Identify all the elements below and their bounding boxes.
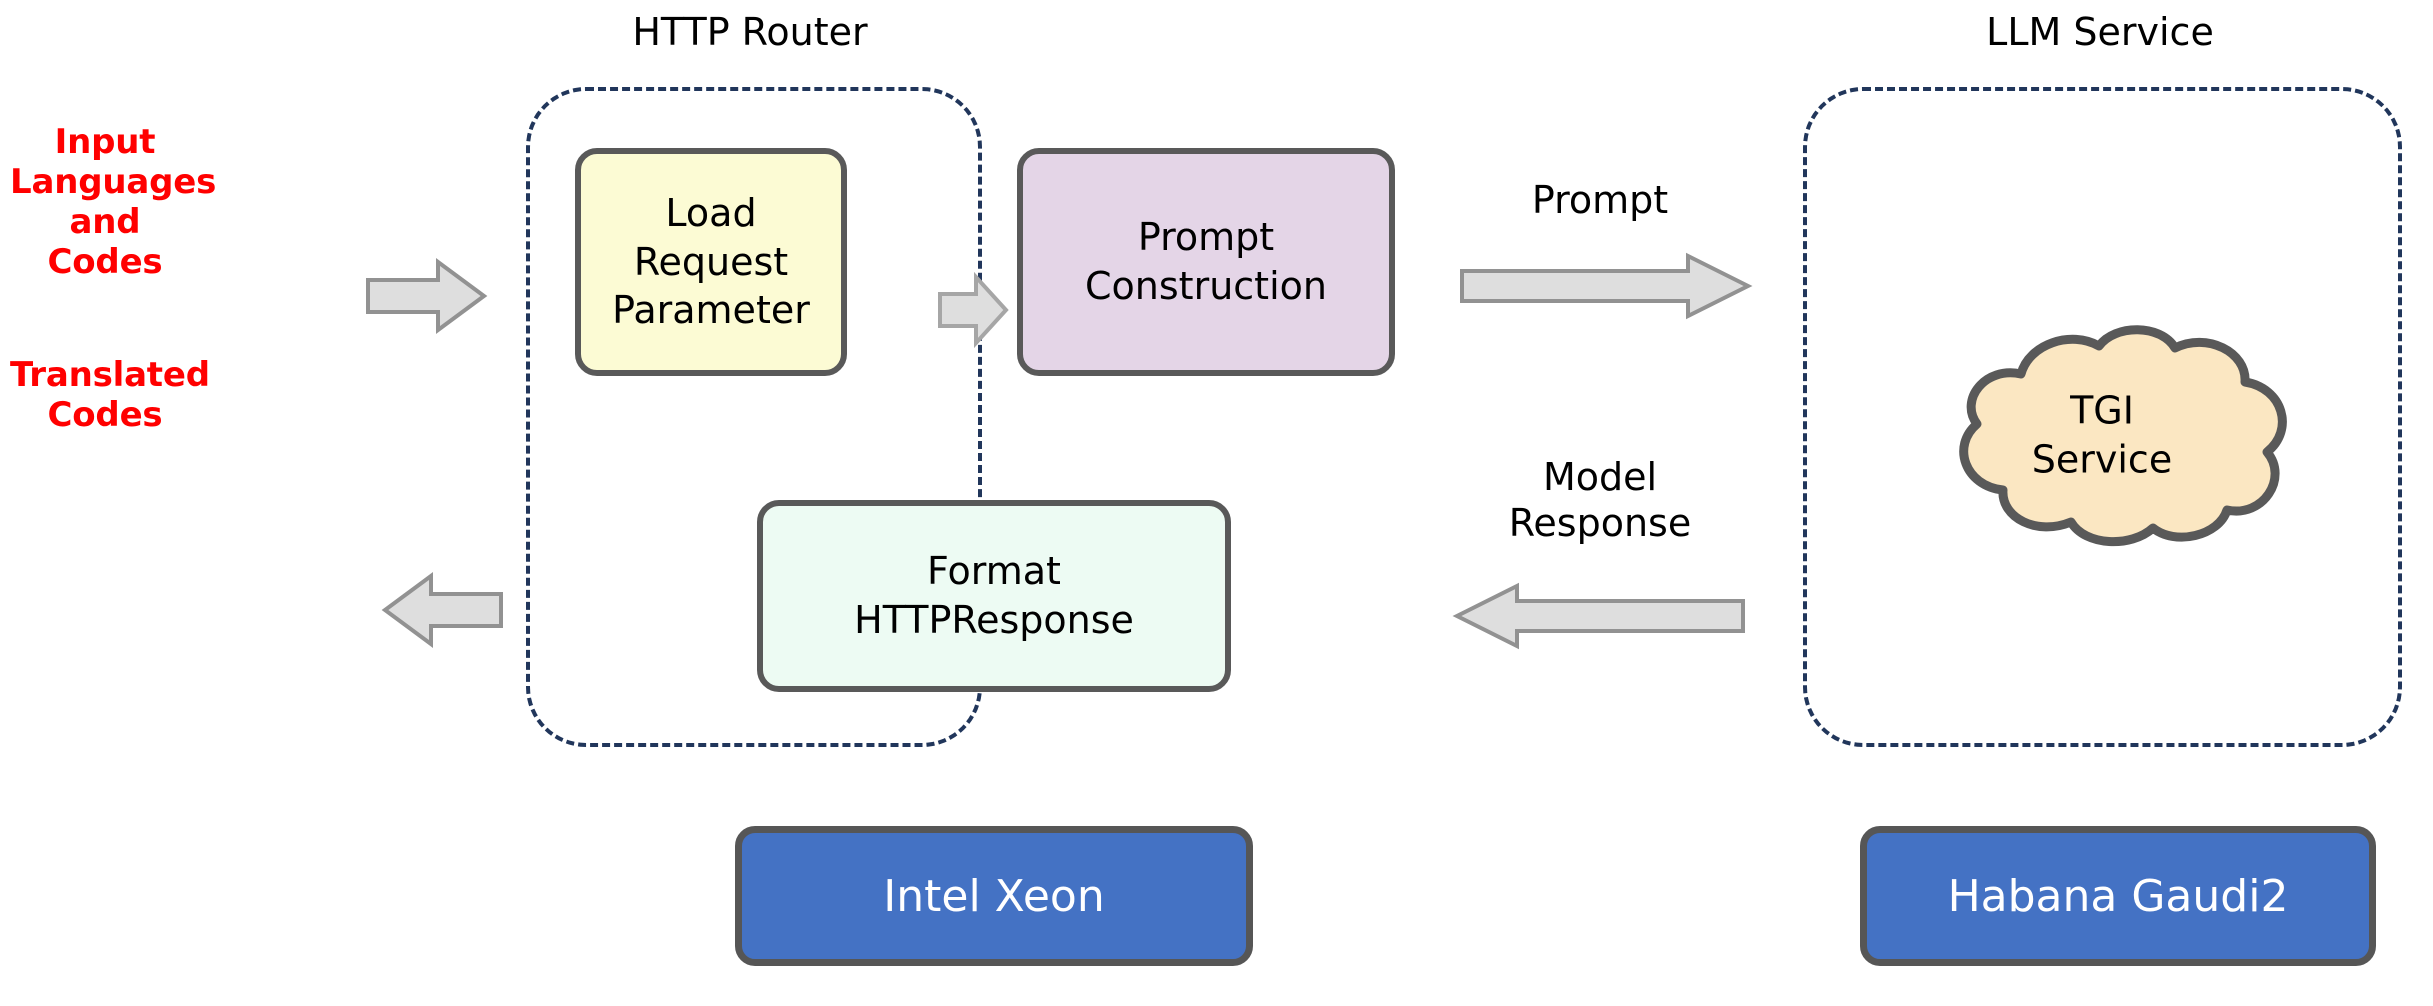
load-request-line2: Request: [633, 239, 789, 284]
internal-flow-arrow-icon: [938, 271, 1009, 349]
hardware-chip-habana-gaudi2[interactable]: Habana Gaudi2: [1860, 826, 2376, 966]
node-tgi-service[interactable]: TGI Service: [1903, 322, 2301, 550]
http-router-group: [526, 87, 982, 747]
output-label-line2: Codes: [47, 395, 163, 436]
node-format-http-response[interactable]: Format HTTPResponse: [757, 500, 1231, 692]
http-router-title: HTTP Router: [632, 10, 868, 54]
cloud-icon: [1959, 325, 2287, 547]
input-label-line2: Languages: [10, 162, 217, 203]
llm-service-title: LLM Service: [1986, 10, 2214, 54]
load-request-line3: Parameter: [612, 288, 810, 333]
prompt-construction-line1: Prompt: [1137, 215, 1275, 260]
format-response-line1: Format: [927, 549, 1061, 594]
model-response-line2: Response: [1508, 500, 1692, 545]
format-response-line2: HTTPResponse: [854, 598, 1134, 642]
prompt-flow-arrow-icon: [1460, 252, 1753, 320]
input-flow-arrow-icon: [366, 258, 488, 334]
output-label: Translated Codes: [10, 355, 210, 436]
input-label: Input Languages and Codes: [10, 122, 217, 283]
node-prompt-construction[interactable]: Prompt Construction: [1017, 148, 1395, 376]
llm-service-group: [1803, 87, 2402, 747]
model-response-flow-label: Model Response: [1420, 455, 1780, 546]
node-load-request-parameter[interactable]: Load Request Parameter: [575, 148, 847, 376]
input-label-line1: Input: [54, 122, 156, 162]
hardware-chip-intel-xeon[interactable]: Intel Xeon: [735, 826, 1253, 966]
input-label-line3: and Codes: [47, 202, 163, 283]
prompt-construction-line2: Construction: [1085, 264, 1327, 308]
prompt-flow-label: Prompt: [1531, 178, 1669, 222]
model-response-line1: Model: [1542, 455, 1658, 499]
output-flow-arrow-icon: [381, 572, 503, 648]
load-request-line1: Load: [665, 191, 757, 236]
output-label-line1: Translated: [10, 355, 210, 395]
model-response-flow-arrow-icon: [1452, 582, 1745, 650]
